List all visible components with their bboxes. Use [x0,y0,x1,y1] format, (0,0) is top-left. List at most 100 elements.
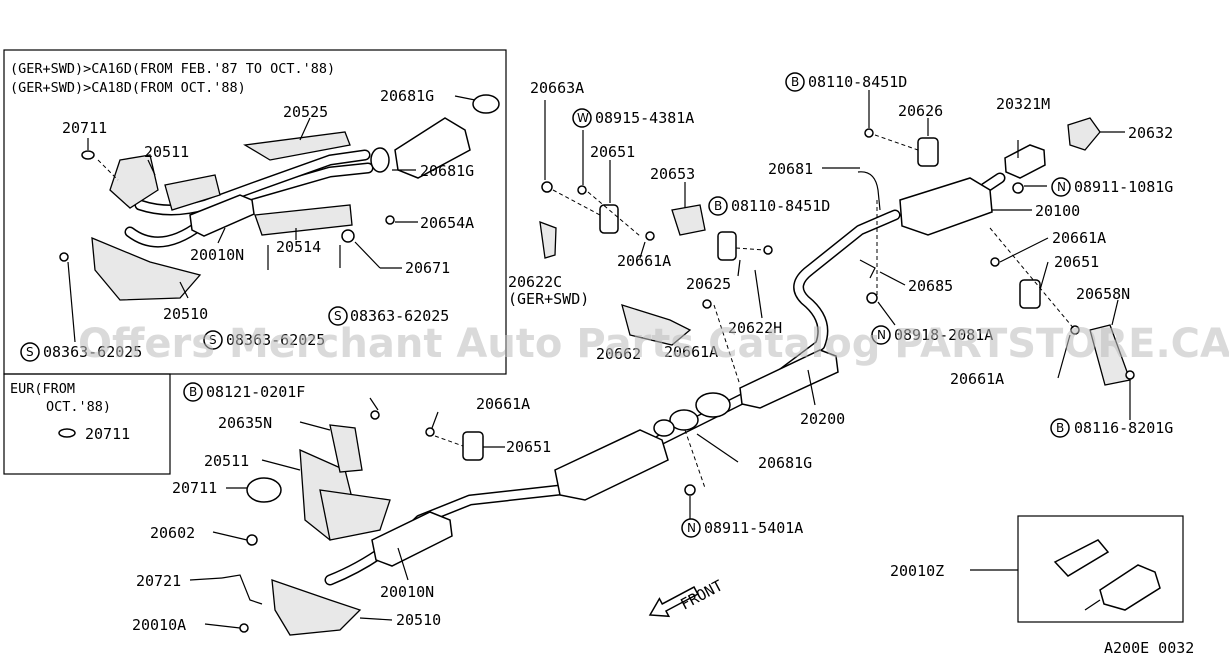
callout-20658N: 20658N [1076,285,1130,303]
callout-20602: 20602 [150,524,195,542]
prefix-s-mark: S [26,345,34,359]
callout-20681G-c: 20681G [758,454,812,472]
nut-20661A-c [990,257,1000,267]
mount-20651-c [462,431,484,461]
callout-20510-b: 20510 [396,611,441,629]
callout-20661A-d: 20661A [950,370,1004,388]
prefix-w-mark: W [577,111,589,125]
bolt-20663A [541,181,553,193]
bracket-20653 [671,204,706,236]
callout-20662: 20662 [596,345,641,363]
callout-20632: 20632 [1128,124,1173,142]
gasket-20681G-c [669,409,699,431]
inset-note-ca18d: (GER+SWD)>CA18D(FROM OCT.'88) [10,80,246,96]
callout-20510-a: 20510 [163,305,208,323]
callout-20681: 20681 [768,160,813,178]
gasket-20681G-b [370,147,390,173]
cover-20510-b [271,579,362,636]
callout-08110-8451D-b: 08110-8451D [731,197,830,215]
bolt-20654A [385,215,395,225]
bolt-08116 [1125,370,1135,380]
leader-lines [67,90,1131,629]
bolt-08110-b [763,245,773,255]
callout-08116-8201G: 08116-8201G [1074,419,1173,437]
callout-20200: 20200 [800,410,845,428]
callout-20511-b: 20511 [204,452,249,470]
nut-20661A-e [425,427,435,437]
prefix-n-mark: N [877,328,886,342]
prefix-n-mark: N [687,521,696,535]
callout-08110-8451D-a: 08110-8451D [808,73,907,91]
callout-20622C: 20622C [508,273,562,291]
callout-20511-a: 20511 [144,143,189,161]
nut-20602 [246,534,258,546]
prefix-s-mark: S [209,333,217,347]
nut-08918 [866,292,878,304]
callout-20681G-a: 20681G [380,87,434,105]
diagram-code: A200E 0032 [1104,639,1194,657]
heat-insulator-20525 [243,131,351,161]
mount-20651-b [1019,279,1041,309]
front-pipe-20010N-a [189,194,255,237]
callout-20711-eur: 20711 [85,425,130,443]
prefix-b-mark: B [714,199,722,213]
callout-08363-a: 08363-62025 [350,307,449,325]
flange-muffler [653,419,675,437]
front-pipe-20010N-b [371,511,453,567]
front-tube-resonator [739,349,839,409]
callout-20622C-note: (GER+SWD) [508,290,589,308]
callout-20635N: 20635N [218,414,272,432]
prefix-b-mark: B [1056,421,1064,435]
flange-gasket-front-tube [695,392,731,418]
bolt-08121 [370,410,380,420]
mount-20651-a [599,204,619,234]
callout-20711-b: 20711 [172,479,217,497]
callout-20661A-b: 20661A [664,343,718,361]
callout-20010N-b: 20010N [380,583,434,601]
inset-frames [3,49,1184,623]
front-label: FRONT [677,576,725,613]
eur-note-line2: OCT.'88) [46,399,111,415]
nut-20661A-b [702,299,712,309]
callout-20626: 20626 [898,102,943,120]
callout-20661A-e: 20661A [476,395,530,413]
main-muffler-20100 [899,177,993,236]
nut-08911-1081G [1012,182,1024,194]
mount-20626 [917,137,939,167]
callout-20525: 20525 [283,103,328,121]
bracket-20662 [621,304,692,346]
callout-20622H: 20622H [728,319,782,337]
mount-20625 [717,231,737,261]
callout-20321M: 20321M [996,95,1050,113]
callout-20514: 20514 [276,238,321,256]
callout-20625: 20625 [686,275,731,293]
callout-20100: 20100 [1035,202,1080,220]
sealant-cartridge-icon [1099,564,1161,611]
bracket-20721 [221,574,263,605]
tail-tip-20321M [1004,144,1046,179]
callout-08911-1081G: 08911-1081G [1074,178,1173,196]
cover-20510-a [91,236,202,301]
gasket-20711-b [246,477,282,503]
callout-20685: 20685 [908,277,953,295]
dashed-guides [97,134,1076,489]
callout-08918-2081A: 08918-2081A [894,326,993,344]
washer-08915 [577,185,587,195]
callout-20651-c: 20651 [506,438,551,456]
callout-08911-5401A: 08911-5401A [704,519,803,537]
prefix-b-mark: B [791,75,799,89]
callout-20010A: 20010A [132,616,186,634]
heat-shield-plate [164,174,221,211]
nut-08911-5401A [684,484,696,496]
callout-20654A: 20654A [420,214,474,232]
heat-insulator-20514 [254,204,353,236]
gasket-20681G-a [472,94,500,114]
main-exhaust-line [189,117,1135,636]
tube-icon [1053,539,1110,577]
callout-20661A-a: 20661A [617,252,671,270]
callout-08363-b: 08363-62025 [226,331,325,349]
gasket-20711-a [81,150,95,160]
callout-20010Z: 20010Z [890,562,944,580]
callout-20010N-a: 20010N [190,246,244,264]
bolt-08110-a [864,128,874,138]
